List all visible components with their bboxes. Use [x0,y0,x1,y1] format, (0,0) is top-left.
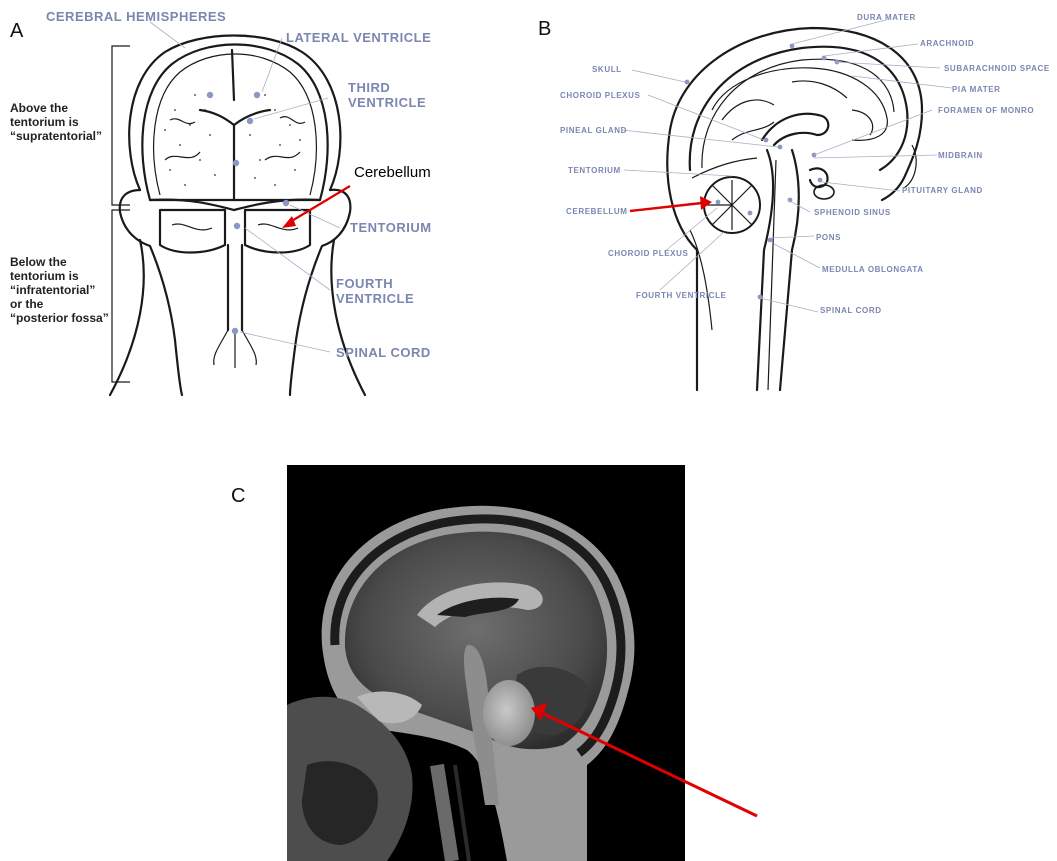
note-above-line3: “supratentorial” [10,129,102,143]
label-arachnoid: ARACHNOID [920,39,974,48]
note-below-line2: tentorium is [10,269,79,283]
panel-b-letter: B [538,18,551,41]
panel-b-diagram: DURA MATER ARACHNOID SUBARACHNOID SPACE … [552,0,1052,400]
cerebellum-coronal [160,210,310,253]
head-outline [110,36,365,396]
label-pons: PONS [816,233,841,242]
annotation-cerebellum-a: Cerebellum [354,164,431,181]
marker-fourth-ventricle [234,223,240,229]
panel-a-diagram: Above the tentorium is “supratentorial” … [0,0,460,400]
label-fourth-ventricle-2: VENTRICLE [336,291,414,306]
label-spinal-cord-b: SPINAL CORD [820,306,882,315]
marker-lateral-ventricle [254,92,260,98]
label-pituitary-gland: PITUITARY GLAND [902,186,983,195]
label-sphenoid-sinus: SPHENOID SINUS [814,208,891,217]
label-tentorium-a: TENTORIUM [350,220,432,235]
marker-third-ventricle [247,118,253,124]
cerebellum-sagittal [704,177,760,233]
label-medulla-oblongata: MEDULLA OBLONGATA [822,265,924,274]
cerebrum-sagittal [712,68,887,141]
note-below-line3: “infratentorial” [10,283,95,297]
label-fourth-ventricle-1: FOURTH [336,276,393,291]
label-foramen-of-monro: FORAMEN OF MONRO [938,106,1034,115]
note-below-line5: “posterior fossa” [10,311,109,325]
label-cerebral-hemispheres: CEREBRAL HEMISPHERES [46,9,226,24]
label-third-ventricle-2: VENTRICLE [348,95,426,110]
brainstem-sagittal [757,150,799,390]
label-third-ventricle-1: THIRD [348,80,390,95]
mri-image [287,465,685,861]
marker-midline [233,160,239,166]
note-above-line1: Above the [10,101,68,115]
red-arrow-a [282,186,350,228]
label-pia-mater: PIA MATER [952,85,1001,94]
note-below-line1: Below the [10,255,67,269]
mri-tumor [483,680,535,746]
corpus-callosum [762,114,828,145]
note-above-line2: tentorium is [10,115,79,129]
label-lateral-ventricle: LATERAL VENTRICLE [286,30,431,45]
marker-cerebral-hemisphere [207,92,213,98]
label-choroid-plexus-top: CHOROID PLEXUS [560,91,640,100]
skull-sagittal [690,47,908,170]
pituitary-sagittal [810,168,834,199]
note-below-line4: or the [10,297,44,311]
label-midbrain: MIDBRAIN [938,151,983,160]
label-fourth-ventricle-b: FOURTH VENTRICLE [636,291,727,300]
skull-coronal [142,45,327,211]
bracket-supratentorial [112,46,130,205]
label-cerebellum-b: CEREBELLUM [566,207,628,216]
spinal-cord-coronal [214,245,257,368]
marker-spinal-cord [232,328,238,334]
label-pineal-gland: PINEAL GLAND [560,126,627,135]
label-subarachnoid-space: SUBARACHNOID SPACE [944,64,1050,73]
marker-tentorium [283,200,289,206]
label-dura-mater: DURA MATER [857,13,916,22]
label-choroid-plexus-bottom: CHOROID PLEXUS [608,249,688,258]
label-skull: SKULL [592,65,622,74]
label-tentorium-b: TENTORIUM [568,166,621,175]
panel-c-letter: C [231,485,245,508]
label-spinal-cord-a: SPINAL CORD [336,345,431,360]
